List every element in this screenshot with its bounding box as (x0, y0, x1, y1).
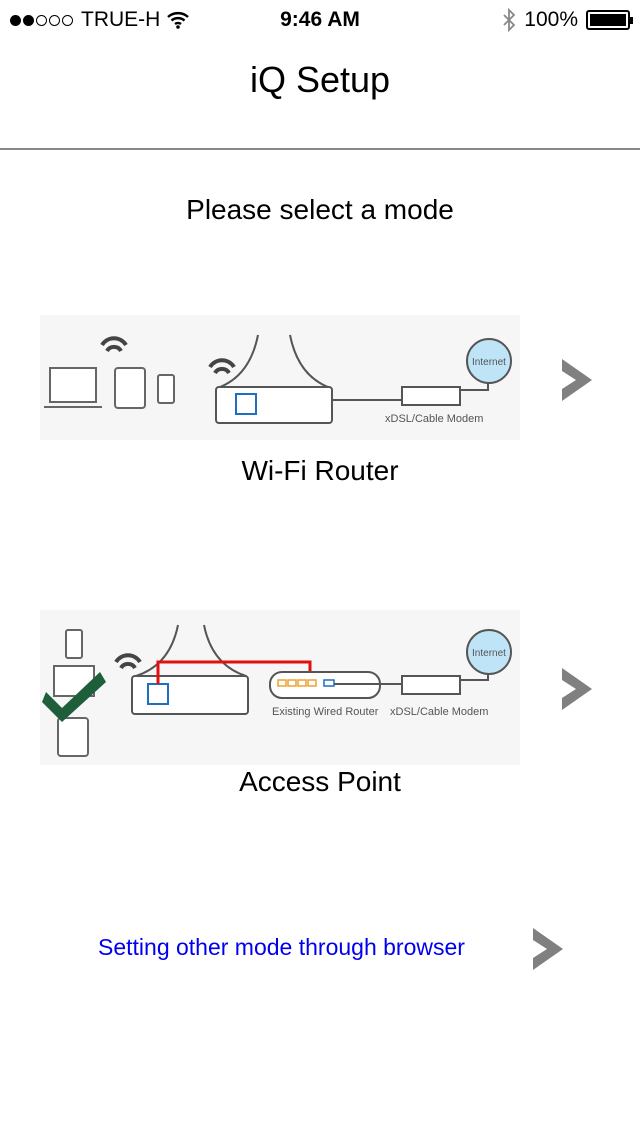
wifi-router-diagram: xDSL/Cable Modem Internet (40, 315, 520, 440)
mode-label: Access Point (239, 766, 401, 797)
mode-prompt: Please select a mode (186, 194, 454, 225)
internet-globe-icon (466, 338, 512, 384)
wifi-icon (167, 12, 190, 29)
phone-icon (65, 629, 83, 659)
browser-setup-link[interactable]: Setting other mode through browser (98, 934, 465, 960)
phone-icon (157, 374, 175, 404)
internet-label: Internet (472, 357, 506, 368)
access-point-diagram: Existing Wired Router xDSL/Cable Modem I… (40, 610, 520, 765)
tablet-icon (114, 367, 146, 409)
carrier-name: TRUE-H (81, 8, 161, 31)
bluetooth-icon (503, 8, 516, 32)
router-icon (215, 386, 333, 424)
mode-access-point[interactable]: Existing Wired Router xDSL/Cable Modem I… (0, 610, 640, 800)
chevron-right-icon[interactable] (533, 928, 563, 970)
modem-icon (401, 386, 461, 406)
page-title: iQ Setup (249, 59, 391, 100)
tablet-icon (57, 717, 89, 757)
checkmark-icon (42, 672, 106, 722)
navigation-bar: iQ Setup (0, 40, 640, 150)
wifi-signal-icon (100, 336, 236, 375)
mode-wifi-router[interactable]: xDSL/Cable Modem Internet Wi-Fi Router (0, 315, 640, 495)
mode-label: Wi-Fi Router (241, 455, 399, 486)
internet-label: Internet (472, 648, 506, 659)
status-bar: TRUE-H 9:46 AM 100% (0, 0, 640, 40)
battery-percent: 100% (524, 8, 578, 31)
battery-icon (586, 10, 633, 30)
modem-icon (401, 675, 461, 695)
chevron-right-icon[interactable] (562, 359, 592, 401)
modem-label: xDSL/Cable Modem (385, 413, 483, 425)
modem-label: xDSL/Cable Modem (390, 706, 488, 718)
chevron-right-icon[interactable] (562, 668, 592, 710)
laptop-icon (44, 367, 102, 408)
internet-globe-icon (466, 629, 512, 675)
clock: 9:46 AM (280, 8, 360, 31)
wifi-signal-icon (114, 653, 142, 670)
wired-router-label: Existing Wired Router (272, 706, 379, 718)
signal-strength-icon (10, 8, 75, 32)
router-icon (131, 675, 249, 715)
